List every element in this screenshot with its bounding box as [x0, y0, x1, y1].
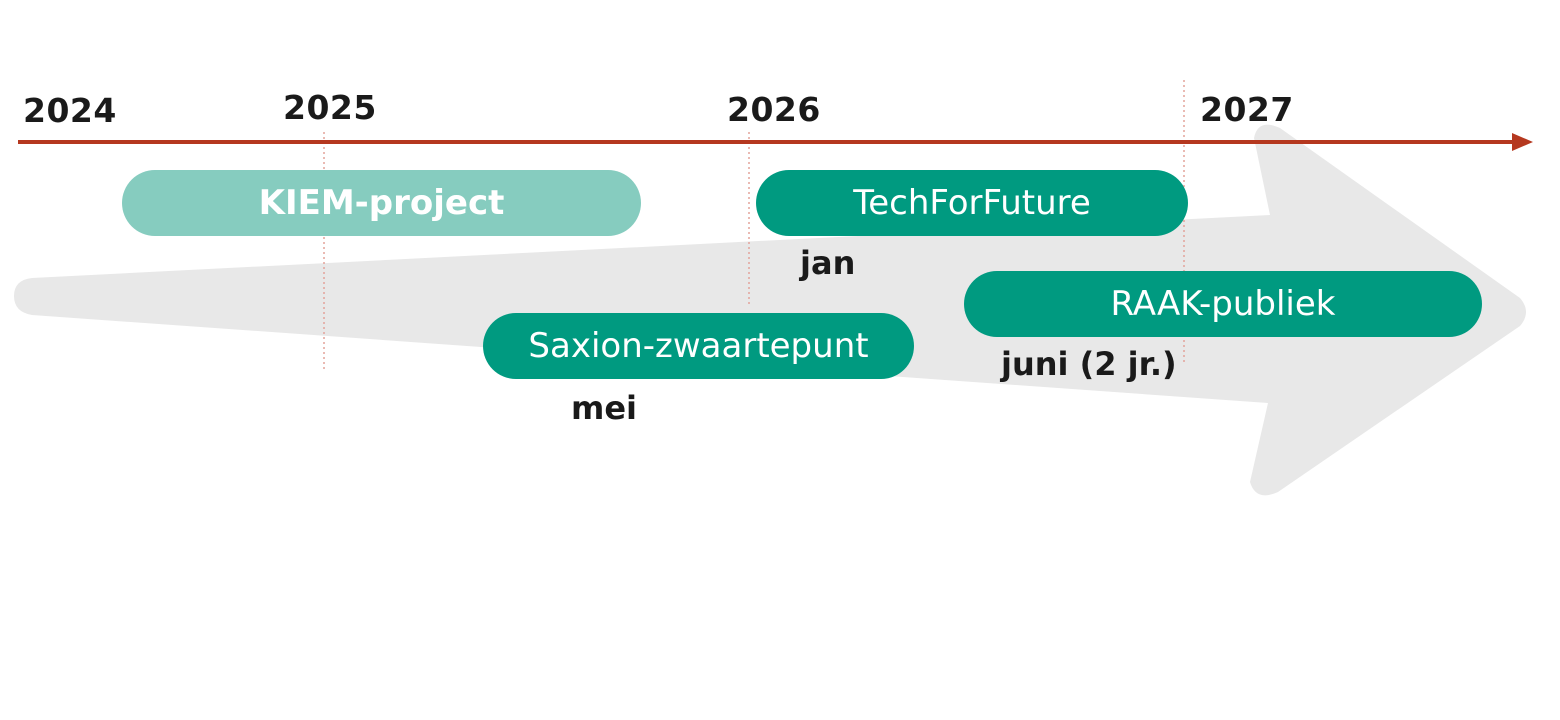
project-label: RAAK-publiek [1110, 284, 1336, 324]
timeline-axis-arrowhead [1512, 133, 1533, 151]
project-label: KIEM-project [258, 183, 505, 223]
year-label-2024: 2024 [23, 91, 117, 130]
project-pill-saxion-zwaartepunt: Saxion-zwaartepunt [483, 313, 914, 379]
start-note-raak-publiek: juni (2 jr.) [1001, 345, 1177, 383]
year-label-2026: 2026 [727, 90, 821, 129]
year-label-2025: 2025 [283, 88, 377, 127]
project-pill-techforfuture: TechForFuture [756, 170, 1188, 236]
project-label: Saxion-zwaartepunt [528, 326, 869, 366]
project-label: TechForFuture [853, 183, 1091, 223]
start-note-saxion-zwaartepunt: mei [571, 389, 638, 427]
project-pill-raak-publiek: RAAK-publiek [964, 271, 1482, 337]
project-pill-kiem: KIEM-project [122, 170, 641, 236]
start-note-techforfuture: jan [800, 244, 856, 282]
progress-arrow-shape [14, 124, 1526, 496]
year-label-2027: 2027 [1200, 90, 1294, 129]
